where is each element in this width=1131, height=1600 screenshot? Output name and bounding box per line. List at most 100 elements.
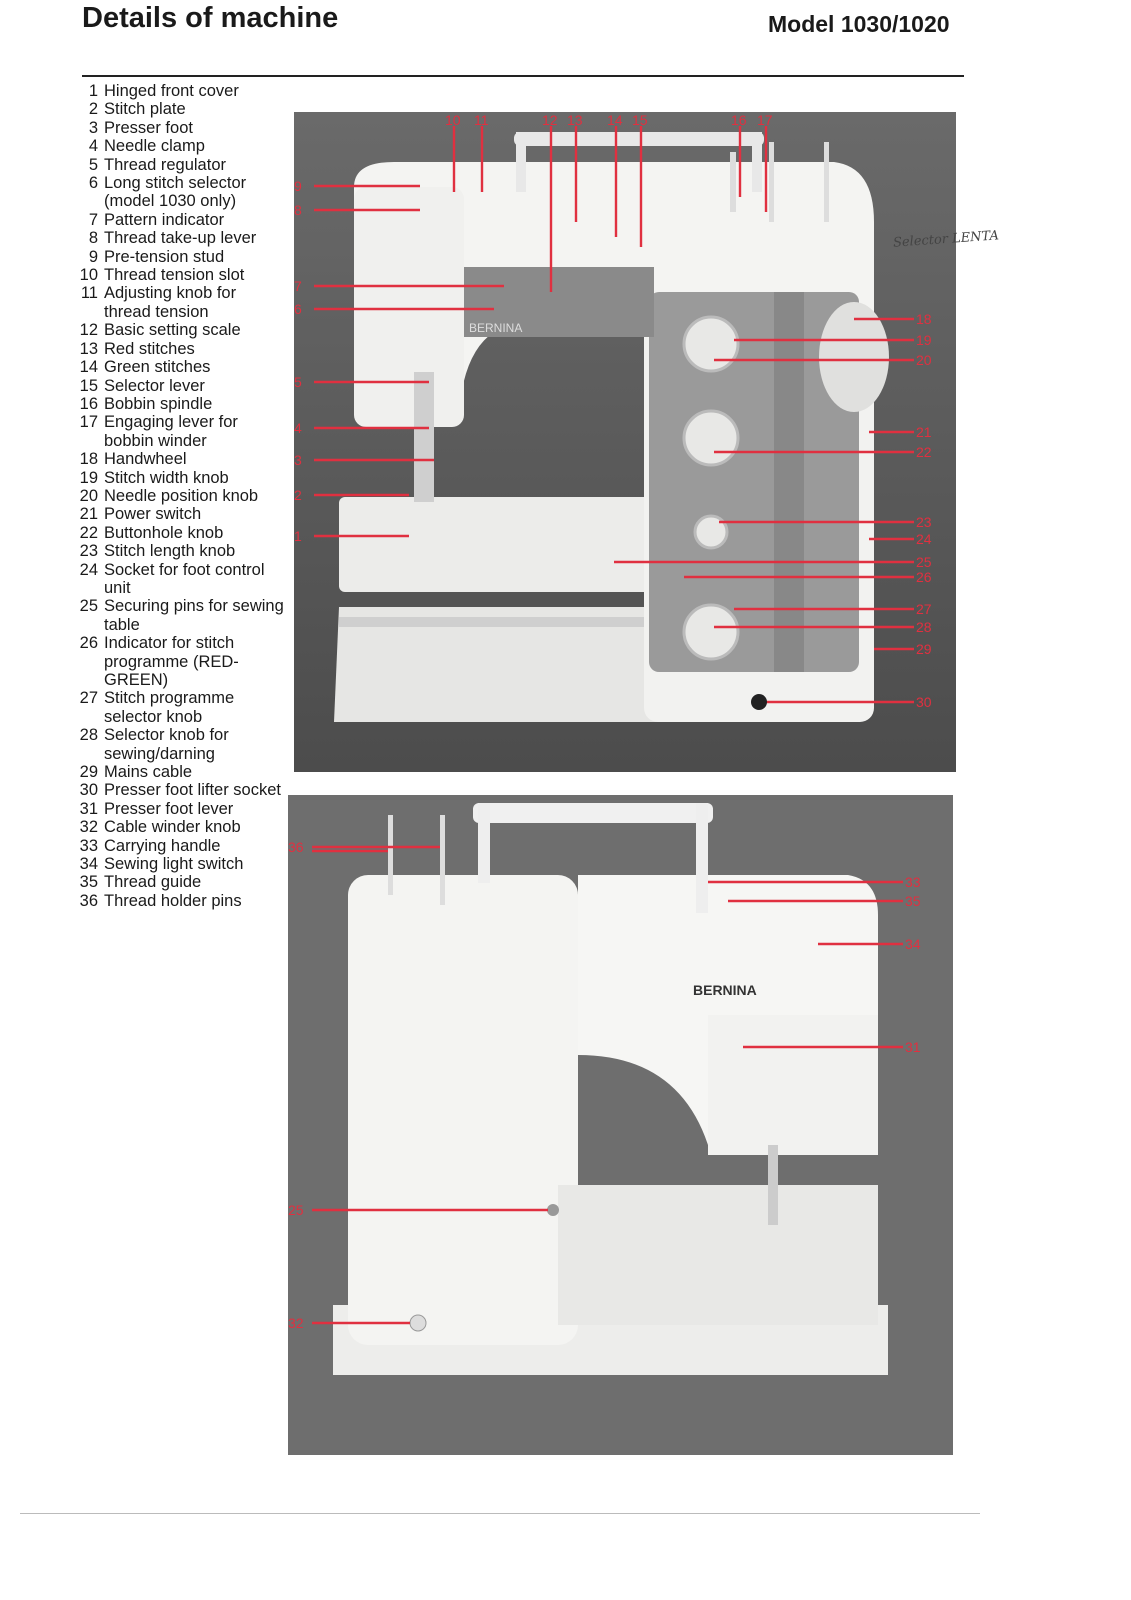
callout-13: 13 [567,112,583,128]
part-number: 20 [79,486,98,505]
part-label: Carrying handle [104,836,221,855]
part-number: 9 [88,247,98,266]
part-label: Thread regulator [104,155,226,174]
callout-12: 12 [542,112,558,128]
part-number: 19 [79,468,98,487]
part-number: 17 [79,413,98,432]
part-number: 36 [79,891,98,910]
callout-29: 29 [916,641,932,657]
part-label: Adjusting knob for thread tension [104,284,237,321]
part-label: Hinged front cover [104,82,239,100]
part-number: 2 [88,100,98,119]
callout-4: 4 [294,420,302,436]
part-label: Cable winder knob [104,818,241,837]
part-label: Pre-tension stud [104,247,225,266]
part-label: Long stitch selector (model 1030 only) [104,174,247,211]
callout-25b: 25 [288,1202,304,1218]
back-brand: BERNINA [693,982,757,998]
part-item: 30 Presser foot lifter socket [70,781,285,799]
part-number: 1 [88,82,98,100]
part-item: 29 Mains cable [70,763,285,781]
header-rule [82,75,964,77]
part-number: 21 [79,505,98,524]
front-brand: BERNINA [469,321,522,335]
part-number: 30 [79,781,98,800]
part-number: 16 [79,394,98,413]
callout-2: 2 [294,487,302,503]
part-label: Mains cable [104,763,193,782]
part-number: 8 [88,229,98,248]
callout-36: 36 [288,839,304,855]
callout-3: 3 [294,452,302,468]
callout-18: 18 [916,311,932,327]
part-label: Needle clamp [104,137,205,156]
part-number: 27 [79,689,98,708]
callout-30: 30 [916,694,932,710]
part-number: 29 [79,763,98,782]
part-item: 36 Thread holder pins [70,892,285,910]
machine-front-photo: BERNINA 9 8 7 6 5 4 3 2 1 10 11 12 13 14… [294,112,956,772]
part-number: 18 [79,450,98,469]
callout-27: 27 [916,601,932,617]
part-number: 23 [79,542,98,561]
callout-33: 33 [905,874,921,890]
part-label: Engaging lever for bobbin winder [104,413,238,450]
machine-back-drawing: BERNINA [288,795,953,1455]
callout-23: 23 [916,514,932,530]
part-item: 26 Indicator for stitch programme (RED-GR… [70,634,285,689]
callout-32: 32 [288,1315,304,1331]
part-number: 26 [79,634,98,653]
callout-17: 17 [757,112,773,128]
callout-1: 1 [294,528,302,544]
part-item: 27 Stitch programme selector knob [70,689,285,726]
callout-8: 8 [294,202,302,218]
footer-rule [20,1513,980,1514]
part-number: 12 [79,321,98,340]
machine-back-photo: BERNINA 36 33 35 34 31 25 32 [288,795,953,1455]
part-label: Indicator for stitch programme (RED-GREE… [104,634,239,689]
part-label: Buttonhole knob [104,523,224,542]
foot-lifter-socket [751,694,767,710]
part-label: Presser foot lever [104,799,234,818]
callout-20: 20 [916,352,932,368]
part-label: Stitch programme selector knob [104,689,235,726]
part-number: 25 [79,597,98,616]
part-number: 10 [79,266,98,285]
part-number: 11 [80,284,98,303]
part-label: Green stitches [104,358,211,377]
part-item: 1 Hinged front cover [70,82,285,100]
part-number: 34 [79,855,98,874]
part-label: Presser foot lifter socket [104,781,281,800]
callout-11: 11 [474,112,489,128]
callout-10: 10 [445,112,461,128]
part-number: 13 [79,339,98,358]
callout-25: 25 [916,554,932,570]
part-number: 5 [88,155,98,174]
part-label: Bobbin spindle [104,394,213,413]
part-label: Thread holder pins [104,891,242,910]
part-item: 34 Sewing light switch [70,855,285,873]
front-callout-lines [314,126,914,704]
callout-31: 31 [905,1039,921,1055]
part-label: Selector lever [104,376,205,395]
part-label: Sewing light switch [104,855,244,874]
callout-24: 24 [916,531,932,547]
part-item: 9 Pre-tension stud [70,248,285,266]
callout-14: 14 [607,112,623,128]
part-label: Selector knob for sewing/darning [104,726,229,763]
